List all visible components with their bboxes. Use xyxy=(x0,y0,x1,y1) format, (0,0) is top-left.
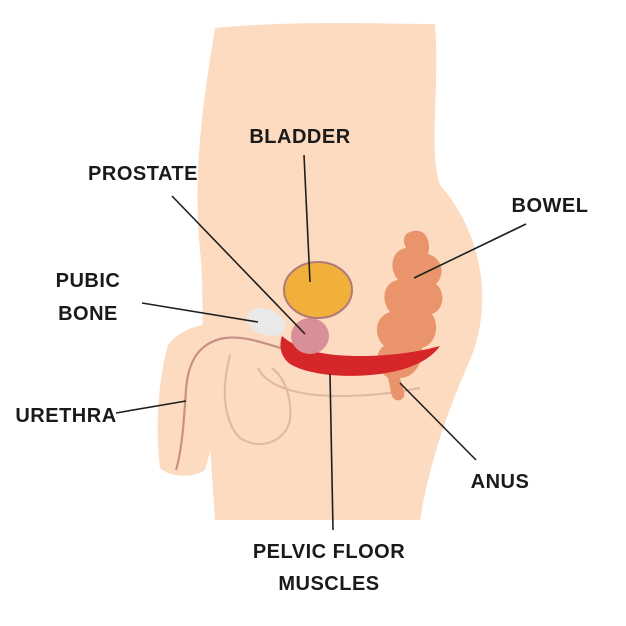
pelvic-floor-label-line1: PELVIC FLOOR xyxy=(253,541,405,563)
scrotum-outline xyxy=(223,354,292,446)
urethra xyxy=(174,336,297,471)
pelvic-floor-leader-line xyxy=(329,373,334,531)
pubic-bone-leader-line xyxy=(141,302,259,323)
genital-silhouette xyxy=(157,321,278,476)
pelvic-floor-label-line2: MUSCLES xyxy=(278,573,379,595)
pubic-bone xyxy=(246,307,286,337)
urethra-leader-line xyxy=(115,400,187,414)
pelvic-floor-muscles xyxy=(280,336,440,376)
bowel-label: BOWEL xyxy=(512,195,589,217)
bladder-label: BLADDER xyxy=(249,126,350,148)
prostate xyxy=(291,318,329,354)
anus-leader-line xyxy=(399,382,477,461)
bladder-leader-line xyxy=(303,154,311,283)
prostate-leader-line xyxy=(171,195,306,335)
urethra-label: URETHRA xyxy=(15,405,116,427)
pubic-bone-label-line2: BONE xyxy=(58,303,118,325)
bowel-leader-line xyxy=(413,223,527,279)
bladder xyxy=(283,261,353,319)
pubic-bone-label-line1: PUBIC xyxy=(56,270,121,292)
prostate-label: PROSTATE xyxy=(88,163,198,185)
anus-label: ANUS xyxy=(471,471,530,493)
